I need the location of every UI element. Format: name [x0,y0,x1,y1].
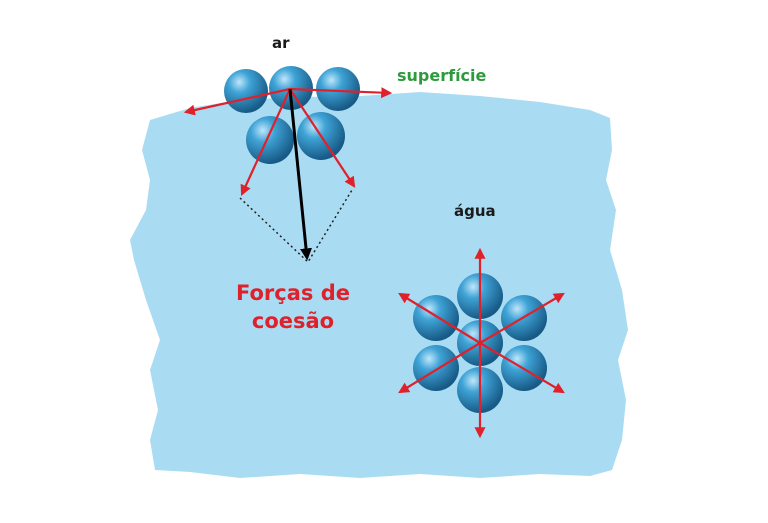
force-arrow-down-left [240,88,292,197]
surface-label: superfície [397,66,487,85]
water-body [130,92,628,478]
cohesion-label-line1: Forças de [236,281,350,305]
molecule [413,345,459,391]
cohesion-label-line2: coesão [251,309,335,333]
water-label: água [454,202,496,220]
surface-force-arrows [183,87,393,197]
force-parallelogram [239,189,353,264]
air-label: ar [272,34,290,52]
molecule [413,295,459,341]
force-arrow-down-left [398,342,481,394]
molecule [224,69,268,113]
force-arrow-up-left [398,292,481,344]
molecule [246,116,294,164]
force-arrow-right [289,87,393,99]
cohesion-forces-label: Forças de coesão [236,279,350,335]
force-arrow-up-right [479,292,565,344]
bulk-force-arrows [398,247,565,439]
molecule [316,67,360,111]
force-arrow-down-right [289,88,356,188]
force-arrow-down-right [479,342,565,394]
resultant-force-arrow [288,88,313,261]
force-arrow-left [183,87,291,116]
